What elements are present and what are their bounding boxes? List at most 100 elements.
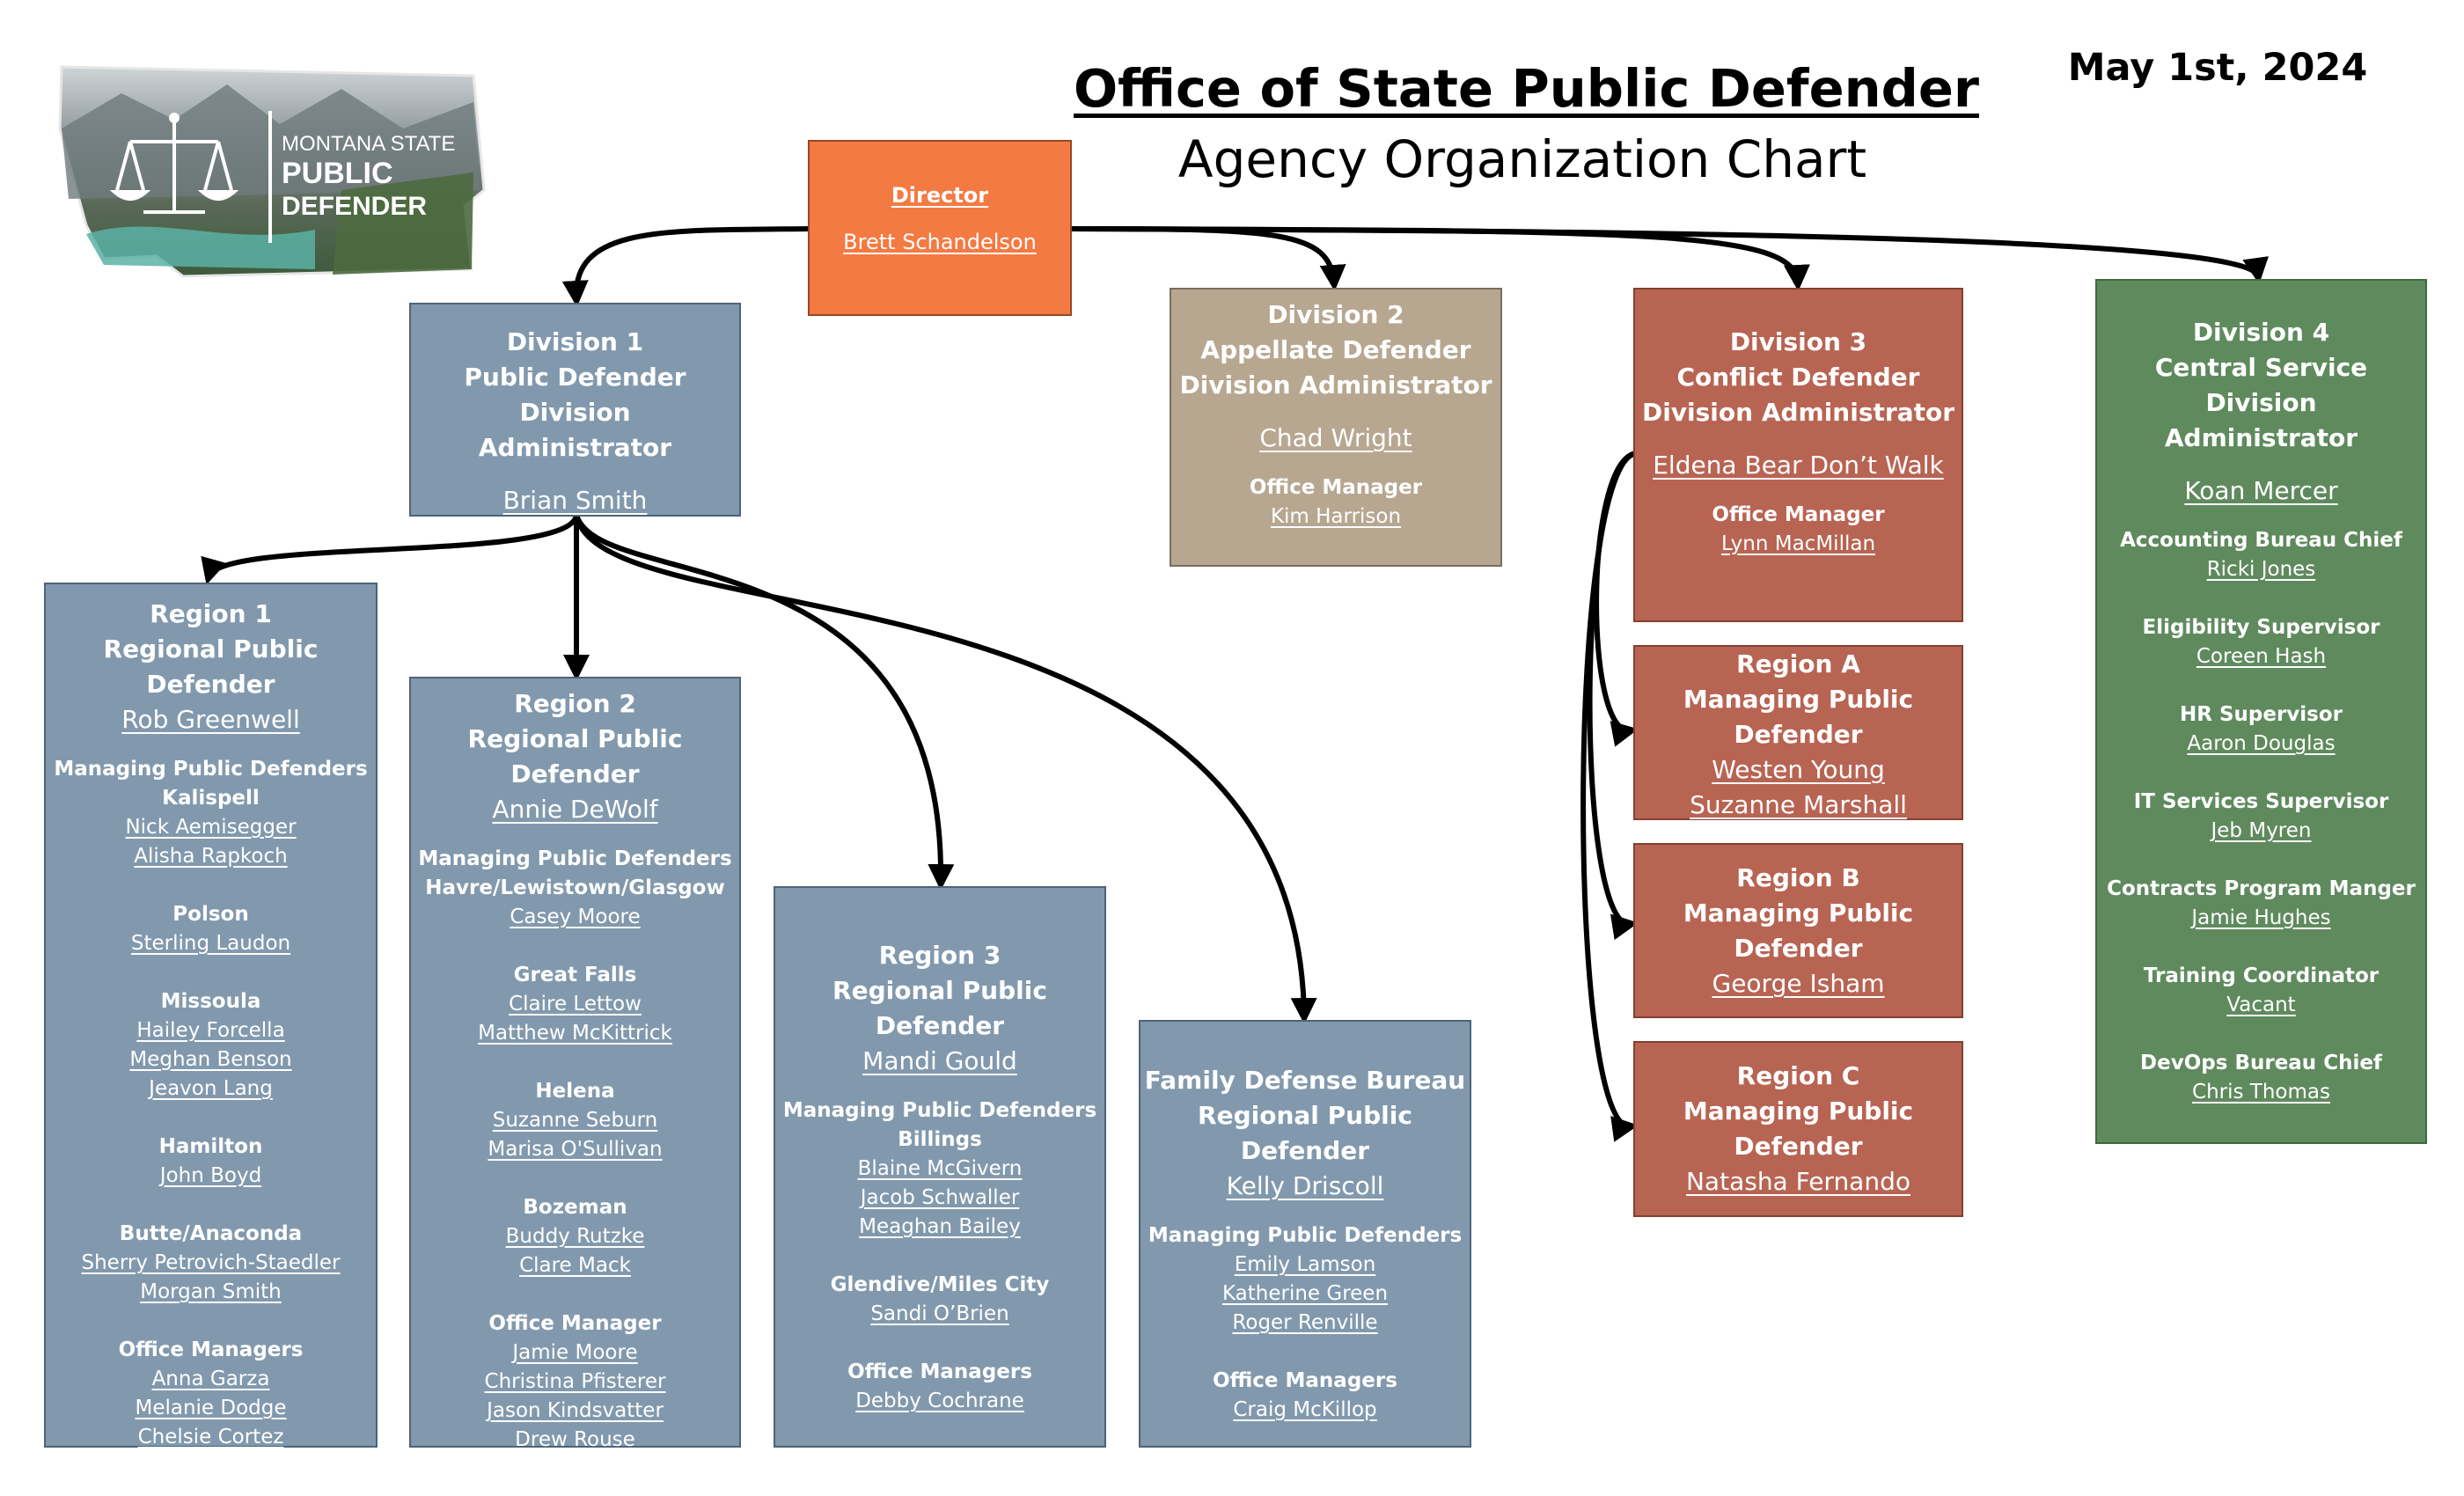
person-name[interactable]: Matthew McKittrick (478, 1022, 672, 1045)
office-managers-label: Office Managers (118, 1338, 304, 1361)
division1-line2: Public Defender Division (464, 363, 686, 427)
person-name[interactable]: Clare Mack (519, 1254, 631, 1277)
regionC-line2: Managing Public (1683, 1096, 1914, 1126)
family-line1: Family Defense Bureau (1144, 1066, 1466, 1095)
region3-name[interactable]: Mandi Gould (862, 1046, 1017, 1075)
family-defense-bureau-box: Family Defense Bureau Regional Public De… (1139, 1020, 1471, 1448)
arrow-director-to-division1 (561, 226, 809, 307)
person-name[interactable]: Debby Cochrane (855, 1390, 1024, 1412)
person-name[interactable]: Meaghan Bailey (859, 1215, 1021, 1238)
family-mpd-label: Managing Public Defenders (1148, 1224, 1463, 1247)
regionA-box: Region A Managing Public Defender Westen… (1633, 645, 1963, 820)
division3-office-name[interactable]: Lynn MacMillan (1720, 532, 1876, 555)
division4-role-name[interactable]: Jamie Hughes (2191, 906, 2331, 929)
person-name[interactable]: Chelsie Cortez (137, 1426, 284, 1448)
arrow-director-to-division2 (1071, 226, 1346, 291)
division3-line3: Division Administrator (1641, 398, 1955, 427)
person-name[interactable]: Natasha Fernando (1685, 1167, 1910, 1196)
person-name[interactable]: Morgan Smith (140, 1280, 282, 1303)
director-title[interactable]: Director (891, 183, 989, 208)
person-name[interactable]: Jacob Schwaller (860, 1186, 1020, 1209)
chart-subtitle: Agency Organization Chart (1177, 129, 1867, 189)
arrow-division3-to-regionA (1594, 451, 1639, 747)
division4-role-label: Eligibility Supervisor (2142, 616, 2380, 639)
arrow-division1-to-region1 (201, 513, 579, 585)
person-name[interactable]: Alisha Rapkoch (134, 845, 288, 868)
director-name[interactable]: Brett Schandelson (843, 230, 1037, 254)
office-location-label: Glendive/Miles City (830, 1273, 1050, 1296)
person-name[interactable]: Drew Rouse (515, 1428, 635, 1451)
person-name[interactable]: Sandi O’Brien (870, 1302, 1009, 1325)
office-location-label: Billings (898, 1128, 982, 1151)
region2-mpd-label: Managing Public Defenders (418, 847, 732, 870)
division1-name[interactable]: Brian Smith (502, 486, 648, 515)
person-name[interactable]: Nick Aemisegger (125, 816, 297, 839)
person-name[interactable]: Jamie Moore (512, 1341, 638, 1364)
division4-role-label: DevOps Bureau Chief (2140, 1052, 2382, 1074)
arrow-director-to-division4 (1071, 226, 2269, 284)
office-location-label: Bozeman (523, 1196, 627, 1219)
person-name[interactable]: Blaine McGivern (857, 1157, 1023, 1180)
person-name[interactable]: Roger Renville (1232, 1311, 1378, 1334)
family-name[interactable]: Kelly Driscoll (1226, 1171, 1384, 1200)
person-name[interactable]: Hailey Forcella (136, 1019, 285, 1042)
division4-role-name[interactable]: Vacant (2226, 994, 2296, 1016)
region3-line2: Regional Public Defender (832, 976, 1047, 1040)
arrow-division3-to-regionC (1580, 451, 1639, 1142)
person-name[interactable]: Christina Pfisterer (484, 1370, 666, 1393)
person-name[interactable]: Buddy Rutzke (505, 1225, 645, 1248)
person-name[interactable]: Melanie Dodge (135, 1397, 287, 1419)
division3-box: Division 3 Conflict Defender Division Ad… (1633, 288, 1963, 622)
person-name[interactable]: Sherry Petrovich-Staedler (81, 1251, 341, 1274)
office-location-label: Hamilton (158, 1135, 263, 1158)
division4-name[interactable]: Koan Mercer (2184, 476, 2338, 505)
family-line2: Regional Public Defender (1198, 1101, 1412, 1165)
division4-role-name[interactable]: Chris Thomas (2192, 1081, 2330, 1104)
division2-office-name[interactable]: Kim Harrison (1270, 505, 1402, 528)
division3-line2: Conflict Defender (1676, 363, 1920, 392)
arrow-division1-to-family (574, 514, 1317, 1024)
division4-role-name[interactable]: Ricki Jones (2206, 558, 2316, 581)
person-name[interactable]: Sterling Laudon (130, 932, 291, 955)
person-name[interactable]: Suzanne Marshall (1690, 790, 1907, 819)
person-name[interactable]: Marisa O'Sullivan (488, 1138, 663, 1161)
division3-name[interactable]: Eldena Bear Don’t Walk (1653, 451, 1944, 480)
division3-line1: Division 3 (1729, 327, 1867, 356)
office-location-label: Havre/Lewistown/Glasgow (425, 876, 725, 899)
region1-mpd-label: Managing Public Defenders (54, 758, 368, 781)
montana-map-logo-image: MONTANA STATE PUBLIC DEFENDER (58, 65, 486, 278)
person-name[interactable]: Craig McKillop (1233, 1398, 1377, 1421)
person-name[interactable]: George Isham (1712, 969, 1885, 998)
regionB-line1: Region B (1736, 863, 1860, 892)
division4-role-name[interactable]: Jeb Myren (2211, 819, 2312, 842)
division4-role-label: Training Coordinator (2143, 964, 2380, 987)
person-name[interactable]: Meghan Benson (129, 1048, 292, 1071)
person-name[interactable]: Katherine Green (1221, 1282, 1389, 1305)
region1-name[interactable]: Rob Greenwell (121, 705, 300, 734)
division2-office-label: Office Manager (1249, 476, 1423, 499)
division1-box: Division 1 Public Defender Division Admi… (409, 303, 741, 517)
division1-line1: Division 1 (506, 327, 644, 356)
division2-name[interactable]: Chad Wright (1259, 423, 1412, 452)
person-name[interactable]: Jeavon Lang (149, 1077, 273, 1100)
person-name[interactable]: Anna Garza (151, 1368, 270, 1390)
person-name[interactable]: Westen Young (1712, 755, 1885, 784)
person-name[interactable]: John Boyd (159, 1164, 262, 1187)
region2-name[interactable]: Annie DeWolf (492, 795, 658, 824)
division4-role-label: Accounting Bureau Chief (2120, 529, 2402, 552)
division4-role-name[interactable]: Aaron Douglas (2187, 732, 2336, 755)
region2-box: Region 2 Regional Public Defender Annie … (409, 677, 741, 1451)
person-name[interactable]: Claire Lettow (509, 993, 642, 1016)
region2-line1: Region 2 (514, 689, 636, 718)
person-name[interactable]: Suzanne Seburn (492, 1109, 658, 1132)
person-name[interactable]: Casey Moore (510, 906, 641, 928)
chart-title: Office of State Public Defender (1074, 58, 1979, 119)
division4-role-name[interactable]: Coreen Hash (2196, 645, 2327, 668)
person-name[interactable]: Emily Lamson (1234, 1253, 1376, 1276)
office-location-label: Butte/Anaconda (119, 1222, 303, 1245)
office-location-label: Kalispell (162, 787, 260, 810)
division4-line2: Central Service Division (2154, 353, 2368, 417)
person-name[interactable]: Jason Kindsvatter (487, 1399, 664, 1422)
logo-text-montana-state: MONTANA STATE (282, 132, 455, 156)
